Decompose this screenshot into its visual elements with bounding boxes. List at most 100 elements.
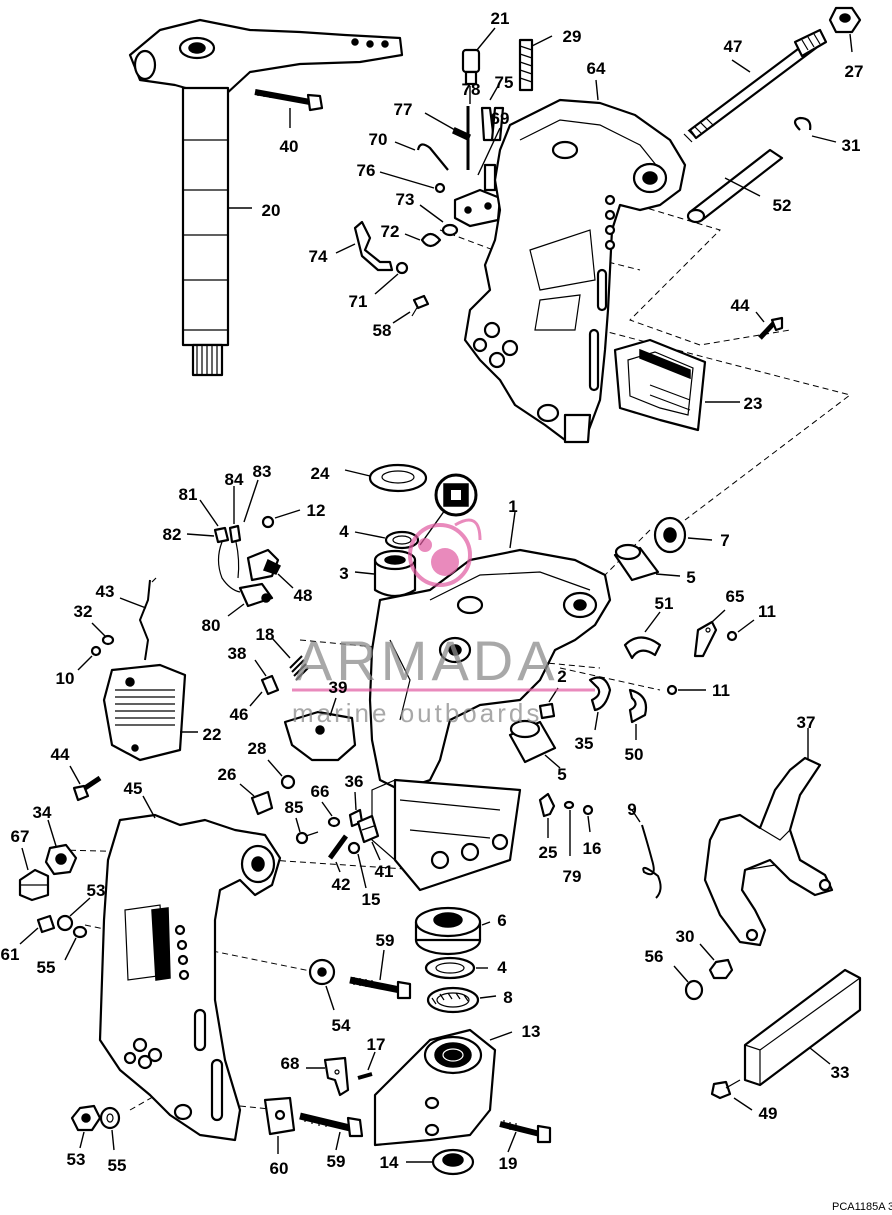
callout-label-c67: 67 — [11, 827, 30, 846]
plate-part-60 — [263, 1096, 296, 1154]
steering-shaft-part-20 — [128, 18, 404, 377]
callout-label-c61: 61 — [1, 945, 20, 964]
trim-sender-harness-part-80 — [186, 479, 274, 617]
callout-label-c28: 28 — [248, 739, 267, 758]
callout-label-c44a: 44 — [731, 296, 750, 315]
screw-part-44-top — [755, 311, 784, 340]
callout-label-c39: 39 — [329, 678, 348, 697]
callout-label-c81: 81 — [179, 485, 198, 504]
callout-label-c33: 33 — [831, 1063, 850, 1082]
callout-label-c83: 83 — [253, 462, 272, 481]
callout-label-c80: 80 — [202, 616, 221, 635]
callout-label-c8: 8 — [503, 988, 512, 1007]
nut-part-53-a — [56, 897, 91, 932]
callout-label-c2: 2 — [557, 667, 566, 686]
callout-label-c60: 60 — [270, 1159, 289, 1178]
nut-part-28 — [267, 759, 296, 790]
callout-label-c38: 38 — [228, 644, 247, 663]
callout-label-c11a: 11 — [758, 602, 776, 621]
ring-part-4-bottom — [424, 956, 488, 980]
bushing-part-26 — [239, 783, 274, 816]
bolt-part-19 — [499, 1120, 552, 1153]
callout-label-c11b: 11 — [712, 681, 730, 700]
callout-label-c84: 84 — [225, 470, 244, 489]
screw-part-44-bottom — [69, 765, 102, 802]
callout-label-c6: 6 — [497, 911, 506, 930]
callout-label-c4a: 4 — [339, 522, 349, 541]
grease-fitting-callout — [419, 473, 478, 546]
housing-part-13 — [373, 1028, 513, 1147]
callout-label-c82: 82 — [163, 525, 182, 544]
callout-label-c44b: 44 — [51, 745, 70, 764]
callout-label-c59a: 59 — [376, 931, 395, 950]
callout-label-c59b: 59 — [327, 1152, 346, 1171]
bushing-part-6 — [414, 906, 491, 956]
callout-label-c66: 66 — [311, 782, 330, 801]
callout-label-c68: 68 — [281, 1054, 300, 1073]
washer-part-55-b — [99, 1106, 121, 1151]
washer-part-66 — [321, 801, 341, 828]
callout-label-c5a: 5 — [686, 568, 695, 587]
plug-part-15 — [347, 841, 367, 889]
callout-label-c69: 69 — [491, 109, 510, 128]
callout-label-c12: 12 — [307, 501, 326, 520]
tilt-bracket-part-64 — [463, 79, 687, 444]
screw-part-49 — [710, 1079, 753, 1111]
callout-label-c25: 25 — [539, 843, 558, 862]
clip-part-50 — [628, 688, 648, 740]
callout-label-c19: 19 — [499, 1154, 518, 1173]
callout-label-c85: 85 — [285, 798, 304, 817]
callout-label-c55b: 55 — [108, 1156, 127, 1175]
callout-label-c79: 79 — [563, 867, 582, 886]
callout-label-c29: 29 — [563, 27, 582, 46]
reference-code: PCA1185A 3-98 — [832, 1201, 892, 1213]
bracket-part-41 — [356, 814, 381, 861]
callout-label-c13: 13 — [522, 1022, 541, 1041]
bracket-part-39 — [283, 697, 357, 762]
screw-part-11-b — [666, 684, 706, 696]
nut-part-27 — [828, 6, 862, 53]
pin-part-46 — [249, 659, 280, 707]
bolt-part-42 — [327, 834, 349, 873]
callout-label-c27: 27 — [845, 62, 864, 81]
callout-label-c36: 36 — [345, 772, 364, 791]
callout-label-c48: 48 — [294, 586, 313, 605]
retaining-ring-part-31 — [793, 116, 837, 143]
nut-part-14 — [406, 1148, 475, 1176]
callout-label-c43: 43 — [96, 582, 115, 601]
screw-part-17 — [357, 1051, 376, 1080]
callout-label-c56: 56 — [645, 947, 664, 966]
knob-part-67 — [18, 847, 50, 902]
bushing-part-61 — [19, 914, 56, 945]
bushing-part-4-top — [354, 530, 420, 550]
bolt-part-59-b — [299, 1112, 364, 1151]
callout-label-c64: 64 — [587, 59, 606, 78]
callout-label-c31: 31 — [842, 136, 861, 155]
callout-label-c77: 77 — [394, 100, 413, 119]
top-center-small-parts — [335, 27, 553, 324]
callout-label-c72: 72 — [381, 222, 400, 241]
callout-label-c3: 3 — [339, 564, 348, 583]
callout-label-c74: 74 — [309, 247, 328, 266]
watermark-logo — [408, 518, 482, 587]
screw-part-16 — [582, 804, 594, 833]
bushing-part-3 — [354, 549, 417, 598]
bolt-part-40 — [254, 89, 324, 128]
callout-label-c70: 70 — [369, 130, 388, 149]
watermark-tagline: marine outboards — [292, 698, 542, 728]
stern-bracket-part-45 — [98, 795, 282, 1142]
clip-part-35 — [588, 676, 612, 731]
callout-label-c16: 16 — [583, 839, 602, 858]
callout-label-c26: 26 — [218, 765, 237, 784]
clip-part-25 — [538, 792, 556, 838]
callout-label-c30: 30 — [676, 927, 695, 946]
callout-label-c58: 58 — [373, 321, 392, 340]
callout-label-c41: 41 — [375, 862, 394, 881]
washer-part-7 — [653, 516, 713, 554]
callout-label-c49: 49 — [759, 1104, 778, 1123]
screw-part-12 — [261, 509, 301, 529]
nut-part-30 — [699, 943, 734, 980]
link-part-65 — [693, 609, 726, 658]
